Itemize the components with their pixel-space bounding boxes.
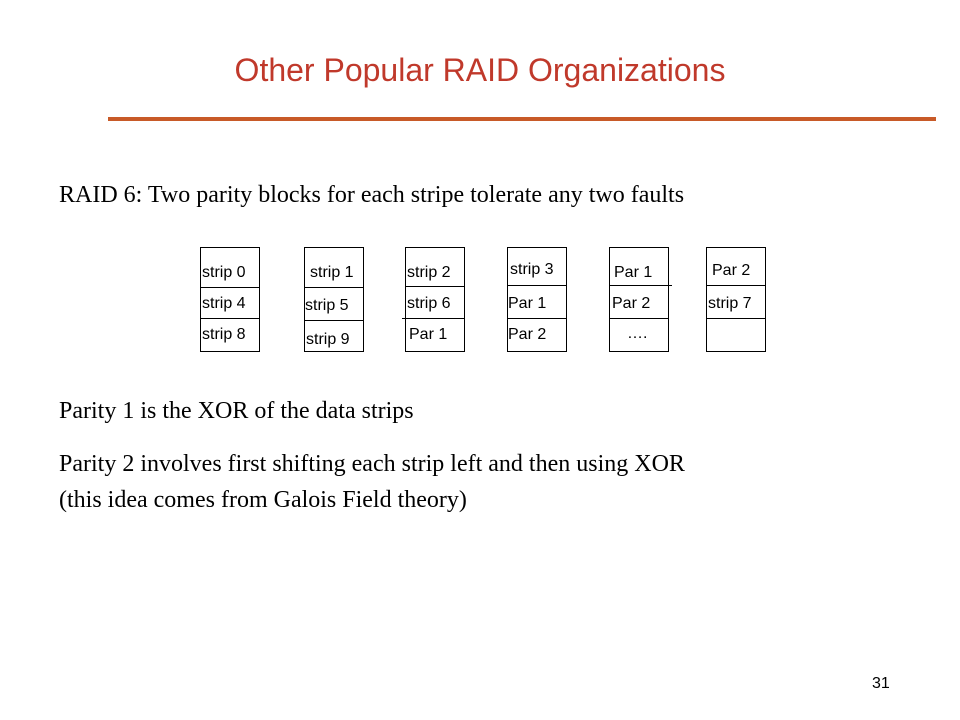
disk-cell: strip 5 <box>305 297 349 314</box>
disk-5: Par 2 strip 7 <box>706 247 766 352</box>
cell-divider <box>508 285 566 286</box>
cell-divider <box>305 320 363 321</box>
cell-divider <box>707 285 765 286</box>
disk-cell: Par 1 <box>508 295 547 312</box>
disk-cell: …. <box>627 325 648 342</box>
title-rule <box>108 117 936 121</box>
cell-divider <box>305 287 363 288</box>
parity2-description-line1: Parity 2 involves first shifting each st… <box>59 451 685 477</box>
disk-cell: Par 2 <box>712 262 751 279</box>
parity2-description-line2: (this idea comes from Galois Field theor… <box>59 487 467 513</box>
cell-divider <box>201 287 259 288</box>
disk-cell: strip 3 <box>510 261 554 278</box>
disk-0: strip 0 strip 4 strip 8 <box>200 247 260 352</box>
cell-divider <box>610 285 672 286</box>
disk-cell: strip 4 <box>202 295 246 312</box>
disk-3: strip 3 Par 1 Par 2 <box>507 247 567 352</box>
disk-cell: strip 1 <box>310 264 354 281</box>
disk-cell: Par 1 <box>409 326 448 343</box>
disk-cell: strip 0 <box>202 264 246 281</box>
raid6-description: RAID 6: Two parity blocks for each strip… <box>59 182 685 208</box>
disk-4: Par 1 Par 2 …. <box>609 247 672 352</box>
disk-2: strip 2 strip 6 Par 1 <box>402 247 465 352</box>
disk-cell: Par 1 <box>614 264 653 281</box>
parity1-description: Parity 1 is the XOR of the data strips <box>59 398 414 424</box>
disk-cell: strip 9 <box>306 331 350 348</box>
disk-cell: Par 2 <box>612 295 651 312</box>
disk-1: strip 1 strip 5 strip 9 <box>304 247 364 352</box>
disk-cell: Par 2 <box>508 326 547 343</box>
cell-divider <box>508 318 566 319</box>
cell-divider <box>610 318 668 319</box>
slide-title: Other Popular RAID Organizations <box>234 52 726 88</box>
disk-cell: strip 6 <box>407 295 451 312</box>
disk-cell: strip 2 <box>407 264 451 281</box>
cell-divider <box>707 318 765 319</box>
cell-divider <box>201 318 259 319</box>
disk-cell: strip 7 <box>708 295 752 312</box>
cell-divider <box>406 286 464 287</box>
disk-cell: strip 8 <box>202 326 246 343</box>
cell-divider <box>402 318 464 319</box>
page-number: 31 <box>872 675 890 692</box>
